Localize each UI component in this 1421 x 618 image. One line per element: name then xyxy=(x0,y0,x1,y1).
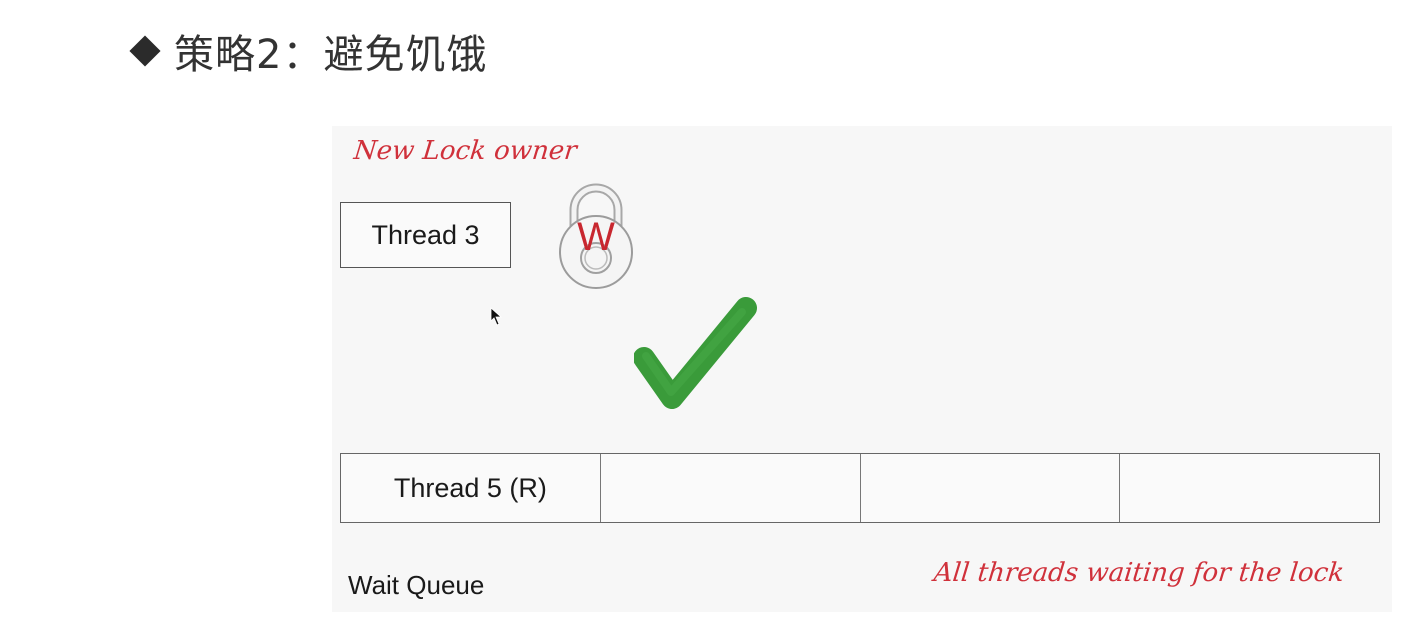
queue-slot: Thread 5 (R) xyxy=(341,454,601,522)
owner-annotation: New Lock owner xyxy=(352,136,579,166)
queue-slot xyxy=(601,454,861,522)
wait-queue-label: Wait Queue xyxy=(348,570,485,600)
lock-letter: W xyxy=(577,215,615,259)
padlock-icon: W xyxy=(559,183,633,289)
diagram-panel: New Lock owner Thread 3 W Thread 5 (R) W… xyxy=(332,126,1392,612)
owner-thread-box: Thread 3 xyxy=(340,202,511,268)
slide-heading: 策略2：避免饥饿 xyxy=(128,22,487,80)
queue-slot xyxy=(861,454,1121,522)
mouse-cursor-icon xyxy=(490,307,503,326)
queue-annotation: All threads waiting for the lock xyxy=(932,558,1346,588)
queue-slot xyxy=(1120,454,1379,522)
owner-thread-label: Thread 3 xyxy=(371,219,480,250)
queue-slot-label: Thread 5 (R) xyxy=(393,472,547,503)
heading-text: 策略2：避免饥饿 xyxy=(174,32,488,78)
wait-queue: Thread 5 (R) xyxy=(340,453,1380,523)
diamond-bullet-icon xyxy=(129,35,161,67)
checkmark-icon xyxy=(634,297,757,409)
